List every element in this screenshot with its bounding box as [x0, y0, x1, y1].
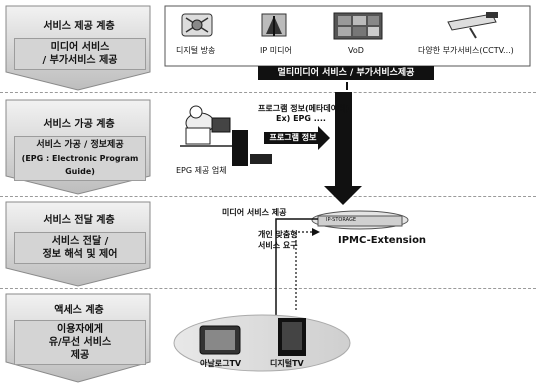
layer-2-subtitle-line-2: (EPG : Electronic Program Guide)	[21, 154, 139, 176]
program-info-arrow	[264, 126, 330, 150]
cctv-icon	[447, 12, 498, 39]
service-label-digital-broadcast: 디지털 방송	[176, 46, 216, 55]
program-info-line-2: Ex) EPG ....	[276, 114, 326, 123]
layer-4-subtitle: 이용자에게 유/무선 서비스 제공	[14, 320, 146, 365]
layer-1-title: 서비스 제공 계층	[43, 21, 115, 32]
service-label-vod: VoD	[348, 46, 364, 55]
layer-1-subtitle-line-2: / 부가서비스 제공	[42, 55, 118, 66]
layer-divider-1	[0, 92, 536, 93]
program-info-line-1: 프로그램 정보(메타데이터)	[258, 104, 350, 113]
request-line-1: 개인 맞춤형	[258, 230, 298, 239]
layer-3-subtitle-line-1: 서비스 전달 /	[51, 236, 109, 247]
ipmc-device-icon	[311, 210, 409, 230]
media-service-label: 미디어 서비스 제공	[222, 208, 287, 217]
analog-tv-label: 아날로그TV	[200, 359, 242, 368]
service-label-ip-media: IP 미디어	[260, 46, 292, 55]
layer-3-subtitle: 서비스 전달 / 정보 해석 및 제어	[14, 232, 146, 264]
epg-provider-label: EPG 제공 업체	[176, 166, 227, 175]
server-tag: IP-STORAGE	[326, 217, 356, 223]
layer-4-subtitle-line-2: 유/무선 서비스	[48, 337, 112, 348]
analog-tv-icon	[199, 325, 241, 355]
digital-tv-label: 디지털TV	[270, 359, 304, 368]
digital-tv-icon	[278, 318, 306, 356]
ip-media-icon	[261, 13, 287, 37]
layer-3-subtitle-line-2: 정보 해석 및 제어	[42, 249, 118, 260]
computer-icon	[232, 130, 272, 166]
layer-3-title: 서비스 전달 계층	[43, 215, 115, 226]
main-down-arrow	[324, 92, 362, 205]
service-label-cctv: 다양한 부가서비스(CCTV...)	[418, 46, 514, 55]
multimedia-service-banner: 멀티미디어 서비스 / 부가서비스제공	[258, 66, 434, 80]
ipmc-extension-label: IPMC-Extension	[338, 235, 427, 246]
layer-divider-3	[0, 288, 536, 289]
epg-provider-icon	[180, 105, 232, 147]
program-info-pill: 프로그램 정보	[269, 133, 317, 142]
layer-divider-2	[0, 196, 536, 197]
request-line-2: 서비스 요구	[258, 241, 298, 250]
layer-2-subtitle-line-1: 서비스 가공 / 정보제공	[36, 140, 124, 150]
layer-4-subtitle-line-1: 이용자에게	[57, 324, 103, 335]
layer-4-title: 액세스 계층	[54, 305, 104, 316]
layer-1-subtitle: 미디어 서비스 / 부가서비스 제공	[14, 38, 146, 70]
layer-2-title: 서비스 가공 계층	[43, 119, 115, 130]
layer-4-subtitle-line-3: 제공	[70, 350, 90, 361]
layer-2-subtitle: 서비스 가공 / 정보제공 (EPG : Electronic Program …	[14, 136, 146, 181]
digital-broadcast-icon	[181, 13, 213, 37]
media-service-line	[275, 218, 318, 330]
request-arrowhead	[312, 228, 320, 236]
request-line	[295, 231, 318, 310]
vod-icon	[333, 12, 383, 40]
layer-1-subtitle-line-1: 미디어 서비스	[50, 42, 110, 53]
